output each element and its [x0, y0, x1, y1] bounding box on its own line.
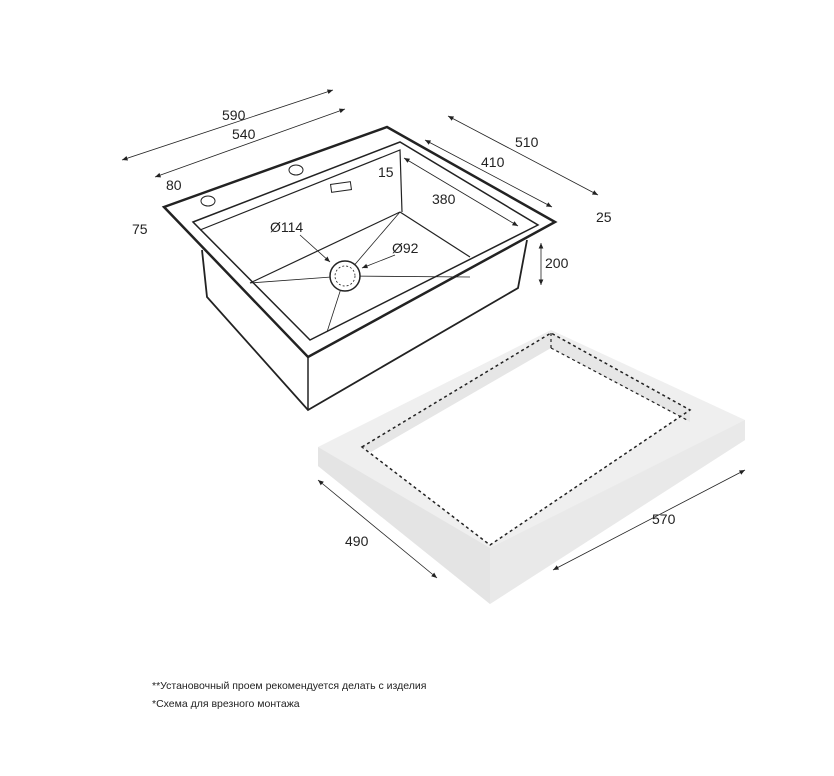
dim-15: 15: [378, 164, 394, 180]
dim-510: 510: [515, 134, 539, 150]
drain-icon: [329, 260, 361, 292]
dim-540: 540: [232, 126, 256, 142]
dim-d114: Ø114: [270, 219, 303, 235]
dim-200: 200: [545, 255, 569, 271]
dim-80: 80: [166, 177, 182, 193]
dim-570: 570: [652, 511, 676, 527]
countertop: [318, 330, 745, 604]
overflow-icon: [329, 181, 353, 193]
dim-d92: Ø92: [392, 240, 419, 256]
cutout-outline: [360, 332, 692, 546]
dim-410: 410: [481, 154, 505, 170]
dimension-labels: 590 540 510 410 380 25 75 80 15 Ø114 Ø92…: [132, 107, 676, 549]
note-mounting: *Схема для врезного монтажа: [152, 698, 300, 710]
tap-hole-icon: [200, 195, 216, 207]
dim-490: 490: [345, 533, 369, 549]
dimension-lines: [121, 89, 746, 579]
dim-590: 590: [222, 107, 246, 123]
note-cutout: **Установочный проем рекомендуется делат…: [152, 680, 427, 692]
dim-380: 380: [432, 191, 456, 207]
dim-75: 75: [132, 221, 148, 237]
dim-25: 25: [596, 209, 612, 225]
